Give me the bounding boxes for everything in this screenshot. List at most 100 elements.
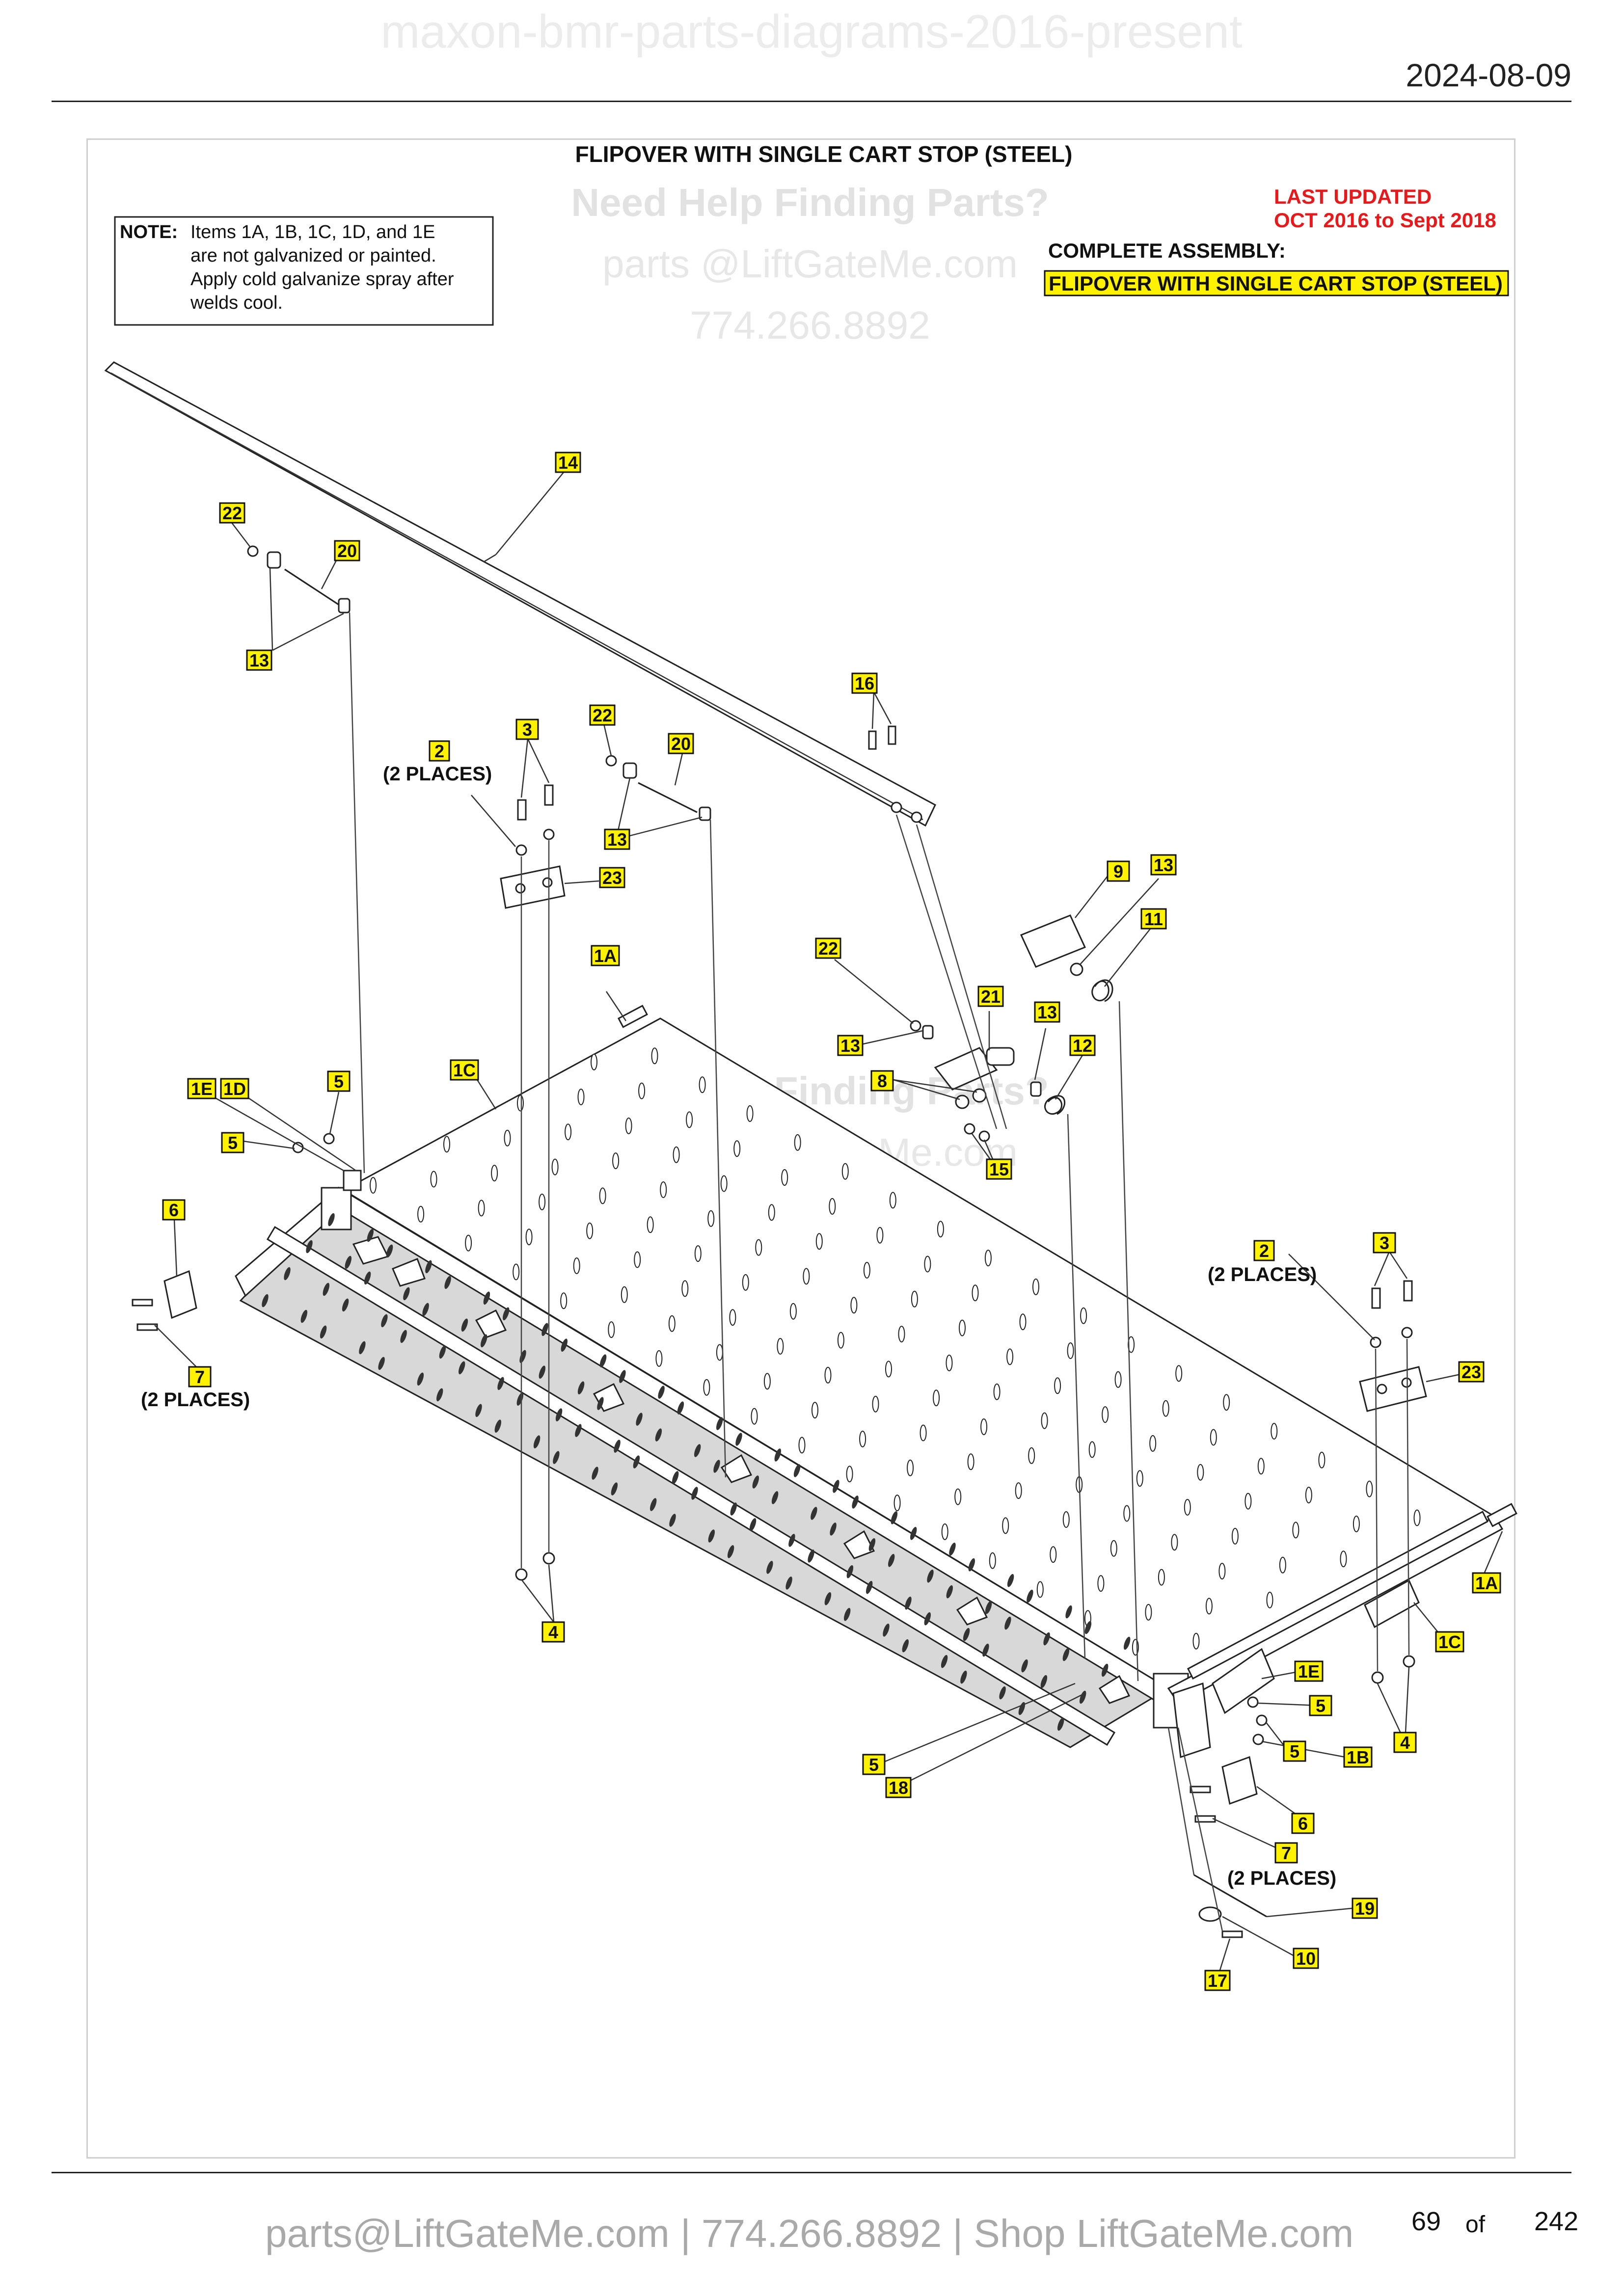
tread-diamond: [633, 1455, 640, 1468]
svg-text:8: 8: [877, 1071, 887, 1091]
deck-slot: [703, 1379, 710, 1396]
note-line-4: welds cool.: [190, 293, 283, 313]
svg-text:13: 13: [840, 1036, 860, 1056]
tread-diamond: [497, 1377, 504, 1390]
tread-diamond: [403, 1287, 410, 1301]
svg-text:3: 3: [1380, 1233, 1389, 1253]
deck-slot: [846, 1466, 853, 1483]
deck-slot: [729, 1309, 736, 1326]
tread-diamond: [716, 1417, 723, 1430]
svg-text:1A: 1A: [594, 946, 617, 966]
tread-diamond: [713, 1460, 720, 1473]
svg-text:22: 22: [593, 705, 612, 725]
callout-1E-a: 1E: [187, 1078, 216, 1099]
tread-diamond: [902, 1639, 909, 1653]
tread-diamond: [439, 1345, 446, 1359]
deck-slot: [1210, 1429, 1217, 1446]
tread-diamond: [774, 1448, 782, 1462]
tread-diamond: [539, 1365, 546, 1379]
deck-slot: [586, 1222, 594, 1239]
deck-slot: [1062, 1511, 1070, 1528]
tread-diamond: [749, 1518, 757, 1531]
tread-diamond: [425, 1260, 432, 1274]
deck-slot: [504, 1129, 511, 1147]
svg-text:9: 9: [1113, 861, 1123, 881]
deck-slot: [1080, 1307, 1087, 1324]
tread-diamond: [1004, 1616, 1011, 1630]
callout-13-e: 13: [1034, 1001, 1060, 1023]
deck-slot: [993, 1383, 1001, 1400]
tread-diamond: [982, 1643, 989, 1657]
tread-diamond: [323, 1282, 330, 1296]
tread-diamond: [1062, 1648, 1070, 1661]
deck-slot: [1340, 1550, 1347, 1568]
tread-diamond: [1057, 1717, 1064, 1731]
tread-diamond: [342, 1298, 349, 1312]
tread-diamond: [694, 1444, 701, 1457]
tread-diamond: [306, 1240, 313, 1254]
tread-diamond: [614, 1440, 621, 1453]
callout-17: 17: [1204, 1970, 1231, 1991]
deck-slot: [1184, 1499, 1191, 1516]
callout-1C-a: 1C: [450, 1059, 479, 1081]
callout-13-a: 13: [246, 649, 272, 671]
callout-5-d: 5: [1283, 1740, 1306, 1762]
deck-slot: [812, 1402, 818, 1419]
callout-10: 10: [1293, 1948, 1319, 1969]
deck-slot: [517, 1095, 524, 1112]
places-note-a: (2 PLACES): [383, 763, 492, 785]
footer-divider: [52, 2172, 1571, 2173]
callout-14: 14: [555, 452, 581, 473]
last-updated-range: OCT 2016 to Sept 2018: [1274, 209, 1496, 232]
deck-slot: [829, 1198, 836, 1215]
tread-diamond: [480, 1334, 487, 1348]
deck-slot: [1366, 1480, 1373, 1497]
note-line-3: Apply cold galvanize spray after: [190, 269, 454, 290]
svg-text:1B: 1B: [1347, 1747, 1369, 1767]
deck-slot: [1352, 1515, 1360, 1532]
watermark-email-top: parts @LiftGateMe.com: [602, 242, 1018, 286]
tread-diamond: [619, 1370, 626, 1383]
tread-diamond: [636, 1413, 643, 1426]
deck-slot: [798, 1437, 806, 1454]
note-box: NOTE: Items 1A, 1B, 1C, 1D, and 1E are n…: [114, 216, 494, 326]
callout-9: 9: [1107, 860, 1130, 882]
tread-diamond: [284, 1267, 291, 1281]
deck-slot: [1292, 1522, 1299, 1539]
diagram-frame: [86, 138, 1515, 2159]
tread-diamond: [300, 1309, 308, 1323]
svg-text:4: 4: [548, 1622, 558, 1642]
deck-slot: [859, 1430, 866, 1447]
tread-diamond: [985, 1601, 992, 1614]
header-divider: [52, 101, 1571, 102]
tread-diamond: [658, 1386, 665, 1399]
deck-slot: [1032, 1278, 1039, 1295]
svg-text:14: 14: [558, 453, 578, 473]
tread-diamond: [766, 1561, 773, 1574]
deck-slot: [893, 1495, 901, 1512]
callout-4-a: 4: [541, 1621, 565, 1643]
tread-diamond: [946, 1585, 953, 1599]
svg-text:17: 17: [1208, 1971, 1227, 1991]
deck-slot: [660, 1181, 667, 1198]
svg-text:4: 4: [1400, 1733, 1410, 1753]
page-of: of: [1465, 2212, 1486, 2238]
deck-slot: [1041, 1412, 1048, 1429]
deck-slot: [1036, 1581, 1044, 1598]
deck-slot: [1266, 1592, 1273, 1608]
svg-text:12: 12: [1073, 1036, 1092, 1056]
tread-diamond: [386, 1244, 393, 1258]
deck-slot: [513, 1263, 520, 1281]
tread-diamond: [793, 1464, 801, 1477]
deck-slot: [694, 1245, 702, 1262]
deck-slot: [539, 1193, 546, 1210]
deck-slot: [565, 1123, 572, 1141]
callout-2-a: 2: [429, 740, 450, 762]
last-updated-label: LAST UPDATED: [1274, 185, 1432, 208]
callout-1E-b: 1E: [1294, 1660, 1324, 1682]
deck-slot: [655, 1350, 663, 1367]
deck-slot: [959, 1319, 966, 1336]
deck-slot: [1171, 1534, 1178, 1551]
deck-slot: [1271, 1423, 1278, 1440]
tread-diamond: [328, 1213, 335, 1227]
